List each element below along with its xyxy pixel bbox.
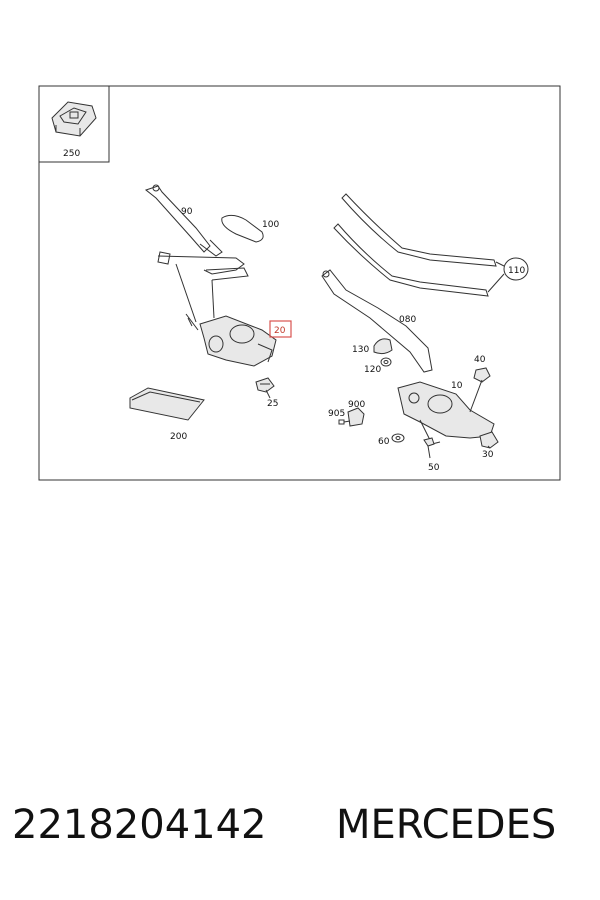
callout-900: 900 bbox=[348, 400, 365, 410]
callout-30: 30 bbox=[482, 450, 494, 460]
callout-90: 90 bbox=[181, 207, 193, 217]
cap-130[interactable] bbox=[373, 338, 393, 355]
callout-60: 60 bbox=[378, 437, 390, 447]
callout-40: 40 bbox=[474, 355, 486, 365]
bolt-50[interactable] bbox=[423, 437, 435, 459]
cover-100[interactable] bbox=[221, 214, 264, 243]
callout-50: 50 bbox=[428, 463, 440, 473]
callout-110: 110 bbox=[508, 266, 525, 276]
callout-25: 25 bbox=[267, 399, 278, 409]
callout-130: 130 bbox=[352, 345, 369, 355]
filter-200[interactable] bbox=[129, 387, 205, 421]
linkage-left[interactable] bbox=[157, 251, 249, 327]
nut-40[interactable] bbox=[473, 367, 491, 383]
footer-caption: 2218204142 MERCEDES bbox=[0, 802, 600, 862]
callout-10: 10 bbox=[451, 381, 463, 391]
control-unit-250[interactable] bbox=[51, 101, 97, 137]
grommet-30[interactable] bbox=[479, 431, 499, 449]
callout-905: 905 bbox=[328, 409, 345, 419]
nut-120[interactable] bbox=[380, 357, 392, 367]
callout-080: 080 bbox=[399, 315, 416, 325]
callout-100: 100 bbox=[262, 220, 279, 230]
wiper-arm-080[interactable] bbox=[321, 269, 433, 373]
callout-110-circle bbox=[503, 257, 529, 281]
pin-905[interactable] bbox=[338, 419, 351, 425]
callout-20: 20 bbox=[274, 326, 286, 336]
callout-200: 200 bbox=[170, 432, 187, 442]
brand-name: MERCEDES bbox=[336, 802, 557, 848]
washer-60[interactable] bbox=[391, 433, 405, 443]
callout-20-highlight bbox=[269, 320, 292, 338]
callout-250: 250 bbox=[63, 149, 80, 159]
diagram-frame bbox=[38, 85, 561, 481]
inset-box-250 bbox=[38, 85, 110, 163]
wiper-linkage-10[interactable] bbox=[397, 379, 495, 445]
callout-120: 120 bbox=[364, 365, 381, 375]
part-number: 2218204142 bbox=[12, 802, 267, 848]
wiper-parts-diagram: 250 90 100 20 25 200 bbox=[38, 85, 561, 481]
clip-25[interactable] bbox=[255, 377, 275, 393]
wiper-motor-20[interactable] bbox=[185, 313, 277, 367]
wiper-blade-110[interactable] bbox=[333, 193, 497, 297]
connector-900[interactable] bbox=[347, 407, 365, 427]
wiper-arm-90[interactable] bbox=[144, 184, 223, 257]
